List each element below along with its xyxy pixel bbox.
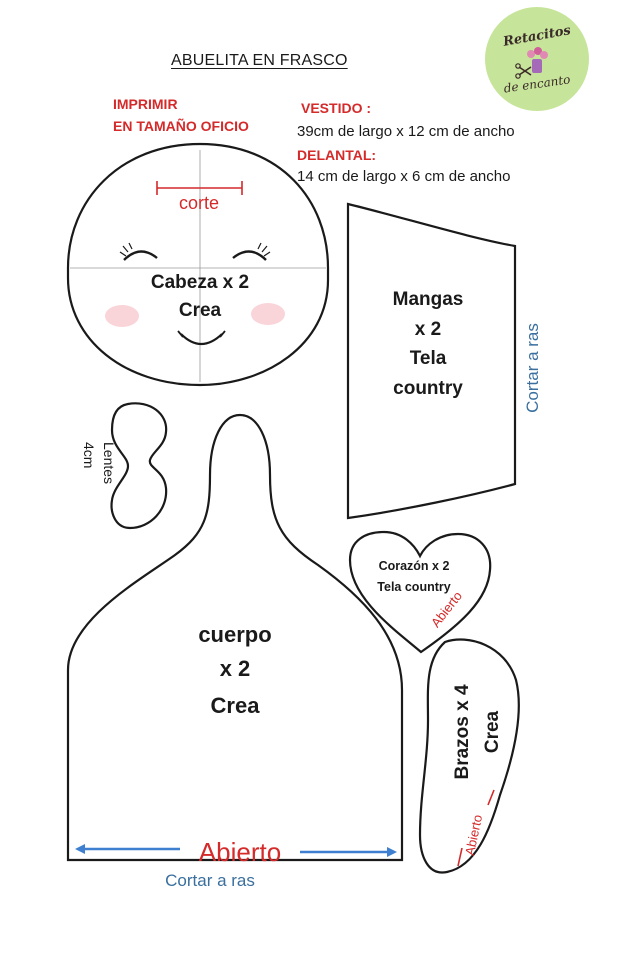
arrow-left-icon	[75, 844, 85, 854]
glasses-label: Lentes	[101, 442, 117, 484]
print-instruction-line: IMPRIMIR	[113, 96, 178, 112]
arms-open-tick	[487, 789, 495, 806]
arms-outline	[418, 638, 520, 874]
sewing-flowers-icon	[515, 47, 548, 79]
arms-label: Brazos x 4	[452, 684, 473, 779]
heart-piece: Corazón x 2 Tela country Abierto	[348, 530, 492, 654]
right-eye-icon	[232, 250, 267, 261]
head-material: Crea	[179, 300, 222, 321]
glasses-outline	[110, 402, 168, 530]
glasses-piece: Lentes 4cm	[81, 402, 168, 530]
glasses-size: 4cm	[81, 442, 97, 468]
left-lashes-icon	[119, 242, 133, 257]
body-outline	[66, 413, 404, 862]
arms-material: Crea	[482, 710, 503, 753]
body-count: x 2	[220, 656, 251, 681]
print-instruction-line: EN TAMAÑO OFICIO	[113, 118, 249, 134]
cut-mark-label: corte	[179, 193, 219, 213]
sleeves-count: x 2	[415, 319, 441, 340]
arms-piece: Brazos x 4 Crea Abierto	[418, 638, 520, 874]
body-cut-note: Cortar a ras	[165, 871, 255, 890]
left-eye-icon	[123, 250, 158, 261]
vestido-label: VESTIDO :	[301, 100, 372, 116]
head-outline	[66, 142, 330, 387]
left-cheek	[105, 305, 139, 327]
sleeves-cut-note: Cortar a ras	[523, 323, 542, 413]
right-lashes-icon	[257, 242, 271, 257]
head-piece: corte Cabeza x 2 Crea	[66, 142, 330, 387]
head-label: Cabeza x 2	[151, 272, 249, 293]
print-instructions: IMPRIMIR EN TAMAÑO OFICIO	[113, 93, 249, 137]
sleeves-piece: Mangas x 2 Tela country Cortar a ras	[346, 202, 542, 520]
vestido-size: 39cm de largo x 12 cm de ancho	[297, 123, 515, 140]
arms-open-tick	[457, 847, 463, 867]
sleeves-material-line1: Tela	[410, 348, 447, 369]
body-name: cuerpo	[198, 622, 271, 647]
smile-ends-icon	[177, 330, 226, 338]
delantal-size: 14 cm de largo x 6 cm de ancho	[297, 168, 511, 185]
right-cheek	[251, 303, 285, 325]
heart-open-note: Abierto	[428, 588, 465, 630]
heart-outline	[348, 530, 492, 654]
arrow-right-icon	[387, 847, 397, 857]
heart-material: Tela country	[377, 580, 450, 594]
body-open-note: Abierto	[199, 837, 281, 867]
body-piece: cuerpo x 2 Crea Abierto Cortar a ras	[66, 413, 404, 890]
arms-open-note: Abierto	[462, 813, 485, 856]
delantal-label: DELANTAL:	[297, 147, 377, 163]
heart-label: Corazón x 2	[379, 559, 450, 573]
sleeves-material-line2: country	[393, 378, 463, 399]
smile-icon	[180, 333, 223, 346]
sleeves-name: Mangas	[393, 289, 464, 310]
sleeves-outline	[346, 202, 517, 520]
body-material: Crea	[211, 693, 261, 718]
brand-logo: Retacitos de encanto	[485, 7, 589, 111]
page-title: ABUELITA EN FRASCO	[171, 52, 348, 69]
